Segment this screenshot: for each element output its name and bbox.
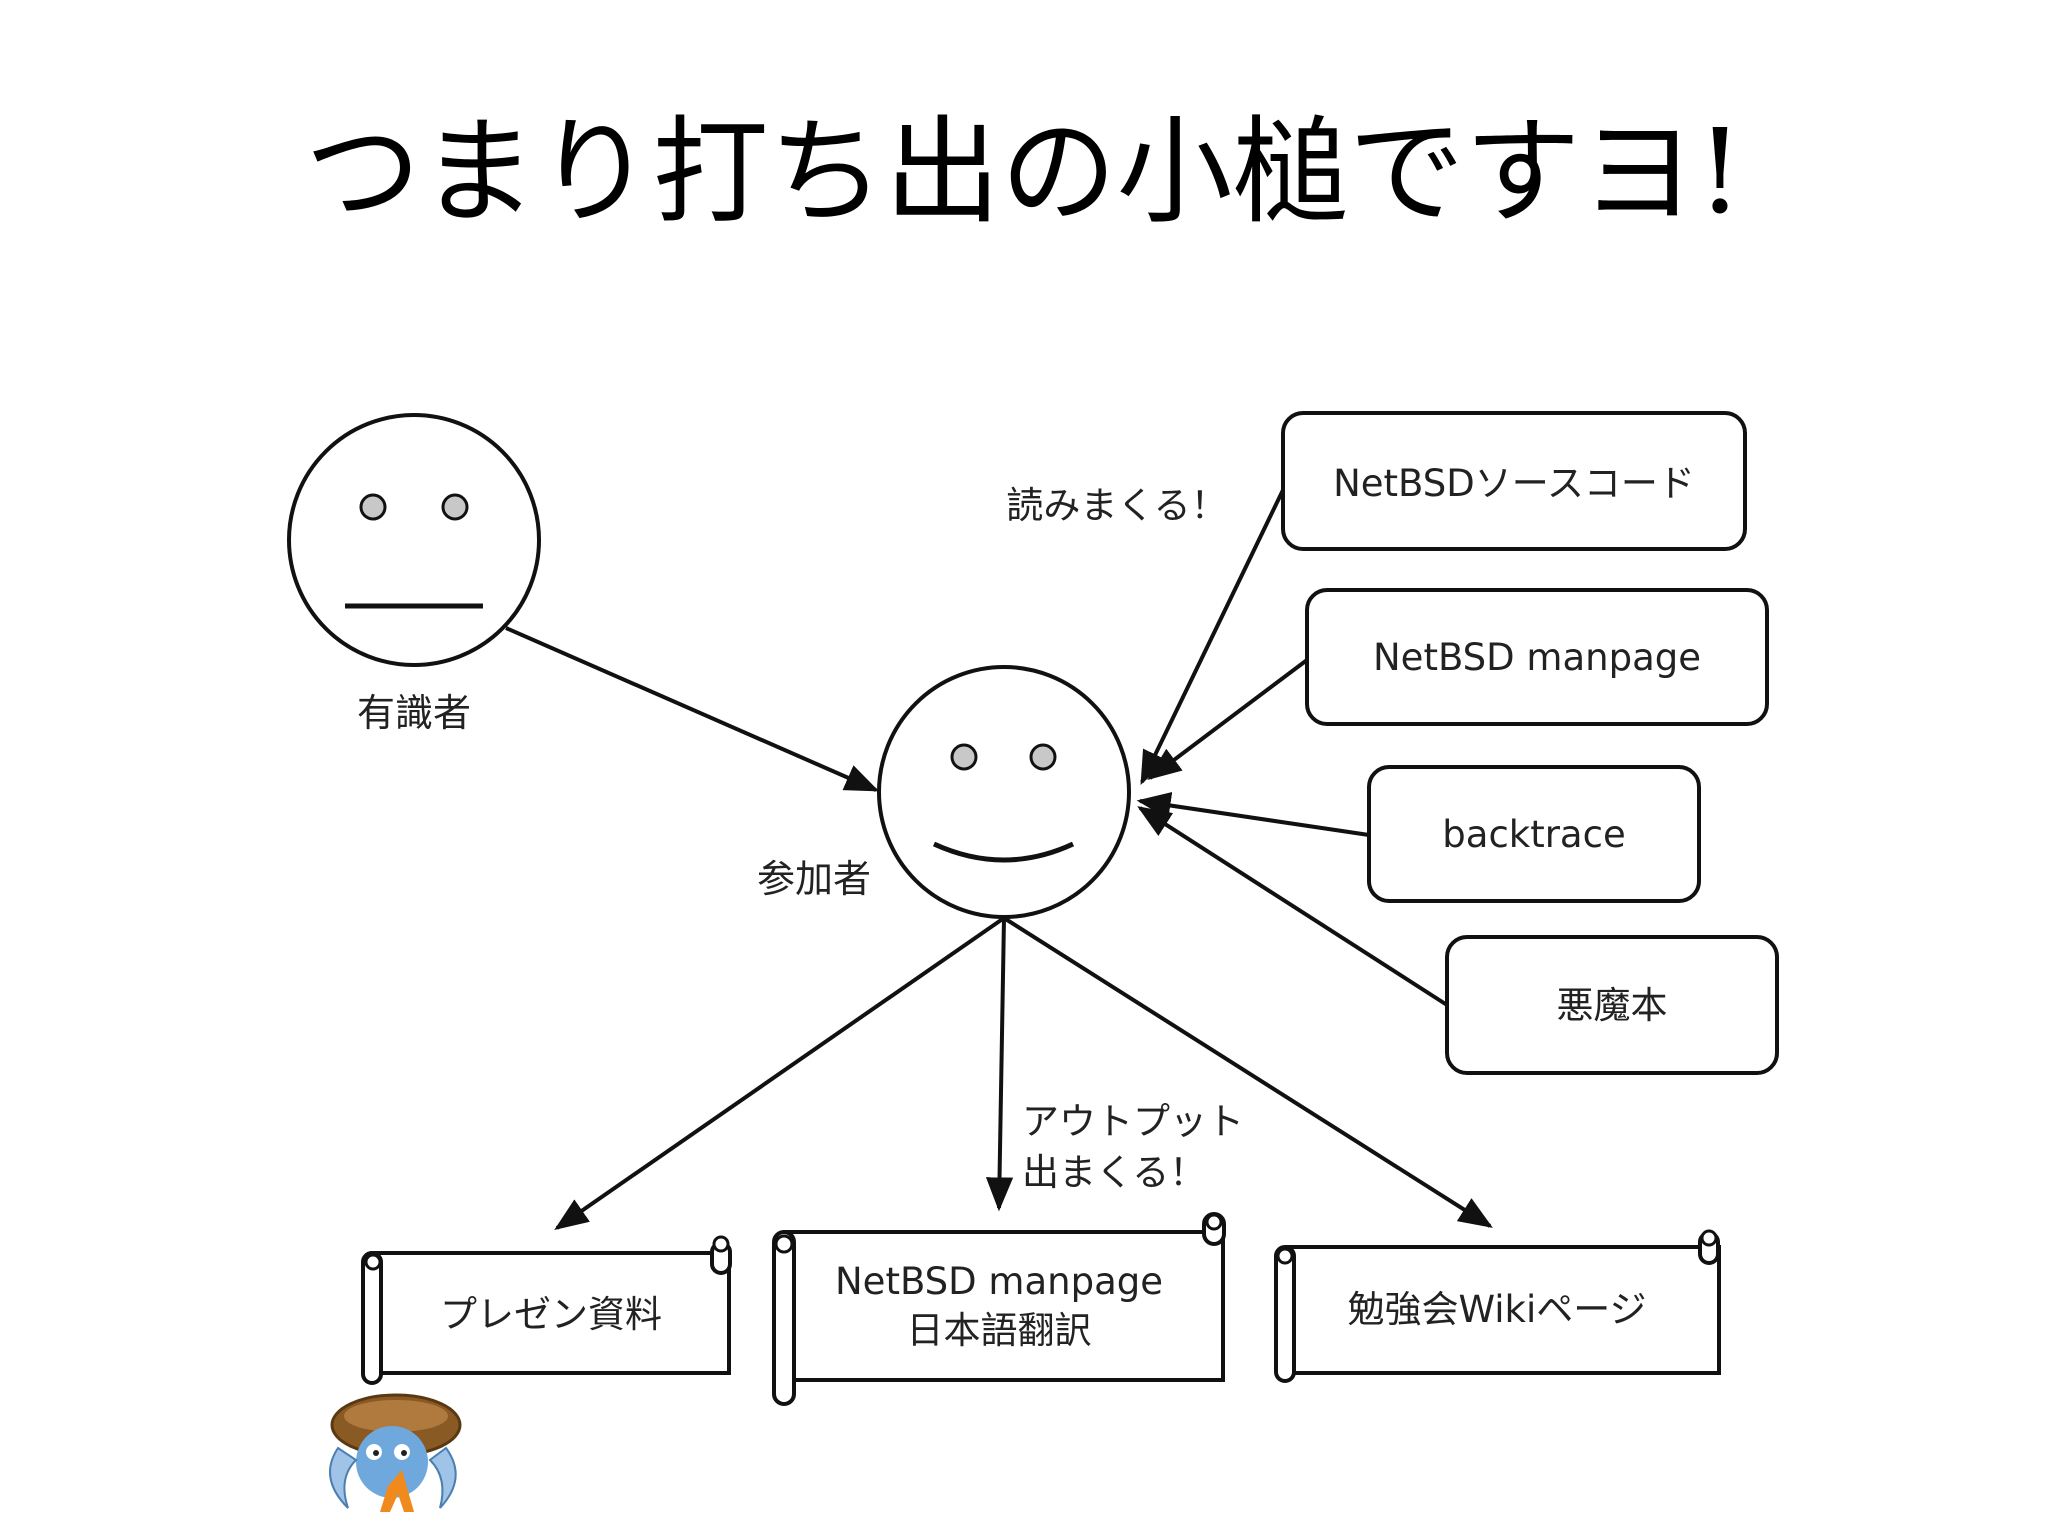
expert-figure (287, 413, 541, 667)
participant-right-eye (1029, 743, 1057, 771)
participant-left-eye (950, 743, 978, 771)
expert-label: 有識者 (357, 691, 471, 735)
arrow-source-netbsd-source (1140, 489, 1285, 786)
participant-mouth (932, 841, 1075, 863)
hermit-crab-mascot-icon (329, 1393, 462, 1512)
arrow-to-output-manpage-translation (985, 917, 1014, 1212)
expert-left-eye (359, 493, 387, 521)
slide-title: つまり打ち出の小槌ですヨ! (305, 105, 1744, 240)
participant-face (877, 665, 1131, 919)
source-box-backtrace: backtrace (1367, 765, 1701, 903)
output-scroll-wiki: 勉強会Wikiページ (1274, 1229, 1721, 1383)
edge-label-output-line1: アウトプット (1022, 1100, 1244, 1143)
edge-label-output-line2: 出まくる！ (1022, 1151, 1206, 1194)
output-scroll-presentation: プレゼン資料 (361, 1235, 732, 1385)
output-label-wiki: 勉強会Wikiページ (1347, 1288, 1646, 1331)
expert-face (287, 413, 541, 667)
edge-label-read: 読みまくる！ (1006, 484, 1227, 527)
output-label-manpage-line1: NetBSD manpage (835, 1260, 1163, 1303)
output-scroll-manpage-translation: NetBSD manpage 日本語翻訳 (772, 1212, 1226, 1406)
arrow-to-output-presentation (554, 916, 1006, 1230)
arrow-source-backtrace (1136, 792, 1370, 837)
source-label-backtrace: backtrace (1442, 813, 1625, 856)
arrow-source-netbsd-manpage (1147, 658, 1309, 781)
arrow-source-akuma-book (1137, 806, 1449, 1007)
expert-right-eye (441, 493, 469, 521)
source-label-netbsd-manpage: NetBSD manpage (1373, 636, 1701, 679)
source-label-akuma-book: 悪魔本 (1557, 984, 1668, 1027)
source-label-netbsd-source: NetBSDソースコード (1333, 462, 1695, 505)
output-label-manpage-line2: 日本語翻訳 (907, 1309, 1092, 1352)
arrow-expert-to-participant (505, 626, 880, 792)
participant-label: 参加者 (757, 857, 871, 901)
source-box-netbsd-manpage: NetBSD manpage (1305, 588, 1769, 726)
source-box-akuma-book: 悪魔本 (1445, 935, 1779, 1075)
participant-figure (877, 665, 1131, 919)
arrow-to-output-wiki (1002, 916, 1493, 1228)
source-box-netbsd-source: NetBSDソースコード (1281, 411, 1747, 551)
output-label-presentation: プレゼン資料 (440, 1293, 662, 1336)
